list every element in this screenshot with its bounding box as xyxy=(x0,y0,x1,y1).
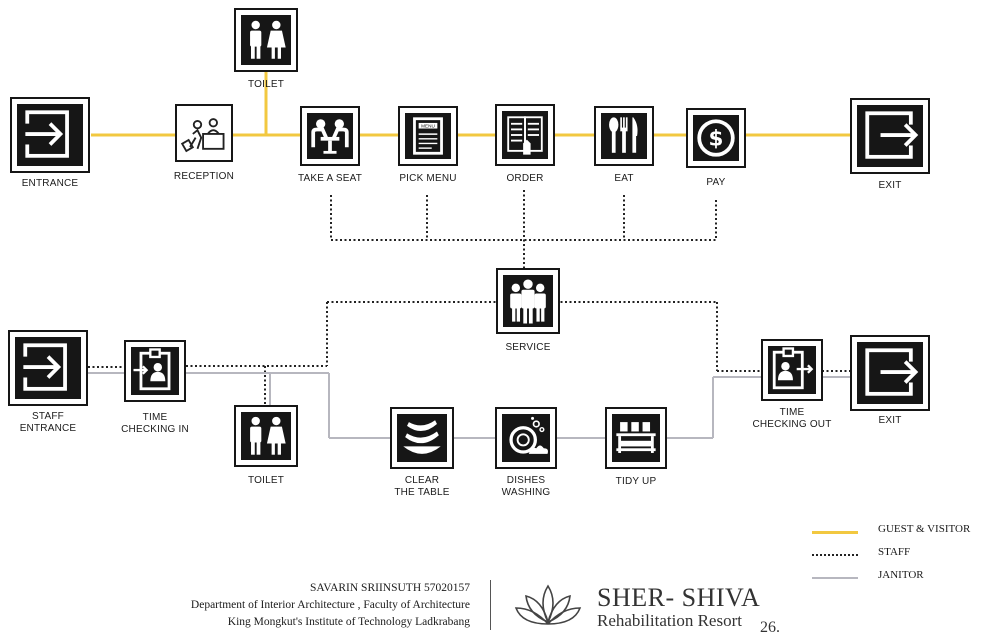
svg-text:$: $ xyxy=(709,126,724,151)
shelf-icon xyxy=(605,407,667,469)
label-eat: EAT xyxy=(614,173,634,184)
arrow-out-door-icon xyxy=(850,335,930,411)
footer-divider xyxy=(490,580,491,630)
label-dishes-washing: DISHES WASHING xyxy=(501,475,551,498)
label-toilet-guest: TOILET xyxy=(247,79,285,90)
legend-swatch-janitor xyxy=(812,577,858,579)
reception-desk-icon xyxy=(175,104,233,162)
label-exit-guest: EXIT xyxy=(878,180,902,191)
page-number: 26. xyxy=(760,619,780,636)
label-tidy-up: TIDY UP xyxy=(615,476,657,487)
legend-item-guest: GUEST & VISITOR xyxy=(812,522,988,545)
label-pick-menu: PICK MENU xyxy=(399,173,457,184)
legend: GUEST & VISITOR STAFF JANITOR xyxy=(812,522,988,591)
badge-check-icon xyxy=(761,339,823,401)
lotus-logo-icon xyxy=(514,584,582,625)
toilet-people-icon xyxy=(234,405,298,467)
menu-book-icon: MENU xyxy=(398,106,458,166)
staff-flow-lines xyxy=(88,190,851,406)
legend-swatch-staff xyxy=(812,554,858,556)
dining-table-icon xyxy=(300,106,360,166)
label-staff-entrance: STAFF ENTRANCE xyxy=(19,411,77,434)
janitor-flow-lines xyxy=(88,372,851,439)
dish-washing-icon xyxy=(495,407,557,469)
toilet-people-icon xyxy=(234,8,298,72)
legend-item-staff: STAFF xyxy=(812,545,988,568)
credit-department: Department of Interior Architecture , Fa… xyxy=(190,599,470,611)
stacked-bowls-icon xyxy=(390,407,454,469)
legend-item-janitor: JANITOR xyxy=(812,568,988,591)
dollar-icon: $ xyxy=(686,108,746,168)
arrow-into-door-icon xyxy=(10,97,90,173)
brand-subtitle: Rehabilitation Resort xyxy=(597,611,742,630)
label-pay: PAY xyxy=(706,177,726,188)
label-entrance: ENTRANCE xyxy=(21,178,79,189)
label-take-a-seat: TAKE A SEAT xyxy=(297,173,363,184)
svg-text:MENU: MENU xyxy=(421,124,435,129)
label-clear-the-table: CLEAR THE TABLE xyxy=(394,475,450,498)
credits: SAVARIN SRIINSUTH 57020157 Department of… xyxy=(191,580,470,631)
label-order: ORDER xyxy=(506,173,544,184)
staff-group-icon xyxy=(496,268,560,334)
legend-swatch-guest xyxy=(812,531,858,534)
order-list-icon xyxy=(495,104,555,166)
badge-check-icon xyxy=(124,340,186,402)
credit-institute: King Mongkut's Institute of Technology L… xyxy=(227,616,470,628)
cutlery-icon xyxy=(594,106,654,166)
label-exit-staff: EXIT xyxy=(878,415,902,426)
legend-label-janitor: JANITOR xyxy=(878,569,924,581)
arrow-out-door-icon xyxy=(850,98,930,174)
credit-author: SAVARIN SRIINSUTH 57020157 xyxy=(310,582,470,594)
legend-label-staff: STAFF xyxy=(878,546,911,558)
label-service: SERVICE xyxy=(505,342,551,353)
arrow-into-door-icon xyxy=(8,330,88,406)
brand-name: SHER- SHIVA xyxy=(597,583,761,612)
label-time-checking-out: TIME CHECKING OUT xyxy=(752,407,832,430)
label-toilet-staff: TOILET xyxy=(247,475,285,486)
label-reception: RECEPTION xyxy=(173,171,235,182)
label-time-checking-in: TIME CHECKING IN xyxy=(121,412,189,435)
legend-label-guest: GUEST & VISITOR xyxy=(878,523,971,535)
